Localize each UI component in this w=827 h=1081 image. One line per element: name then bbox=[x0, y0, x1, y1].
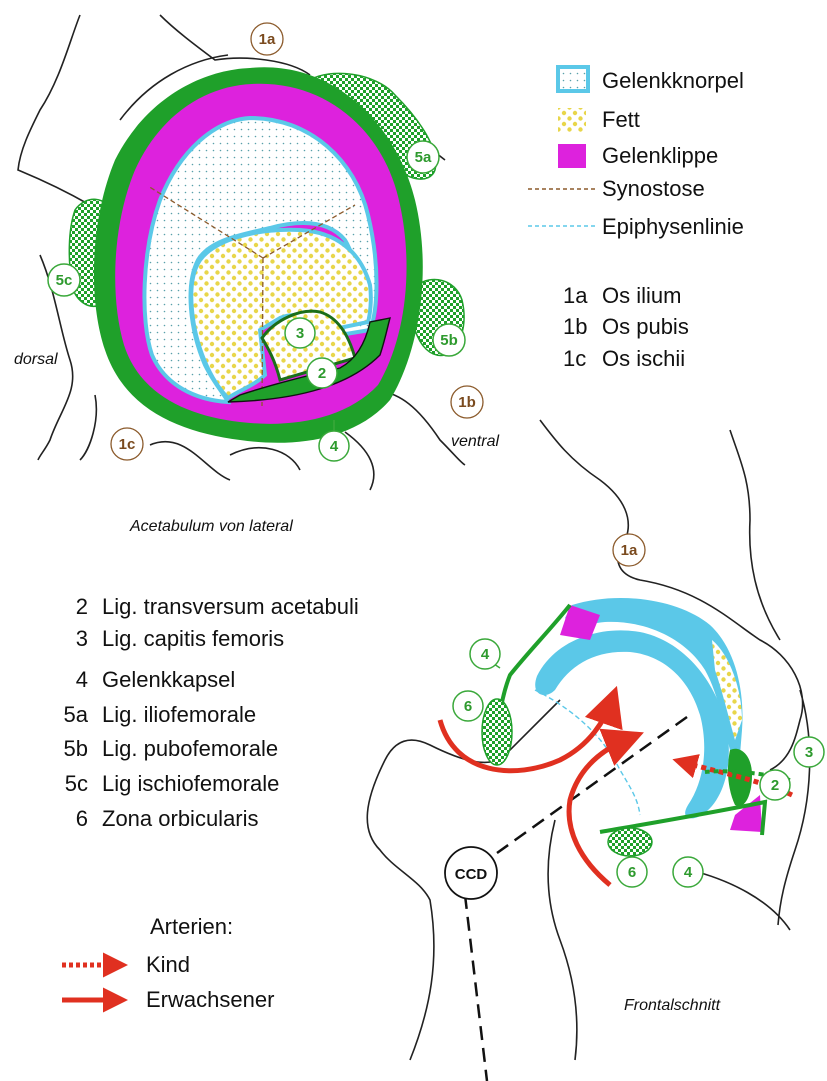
ccd-axis-shaft bbox=[465, 895, 487, 1081]
marker-5a: 5a bbox=[415, 149, 432, 166]
bone-1c-code: 1c bbox=[563, 346, 586, 371]
structure-4-name: Gelenkkapsel bbox=[102, 667, 235, 692]
caption-frontal: Frontalschnitt bbox=[624, 997, 721, 1014]
marker-1c: 1c bbox=[119, 436, 136, 453]
bone-1a-code: 1a bbox=[563, 283, 588, 308]
legend-labrum-label: Gelenklippe bbox=[602, 143, 718, 168]
arteries-child-label: Kind bbox=[146, 952, 190, 977]
acetabulum-lateral-view: 1a 1c 1b 5a 5b 5c 3 2 4 dorsal ventral A… bbox=[14, 15, 499, 535]
label-dorsal: dorsal bbox=[14, 351, 58, 368]
caption-lateral: Acetabulum von lateral bbox=[129, 518, 293, 535]
arteries-adult-label: Erwachsener bbox=[146, 987, 274, 1012]
structure-6-code: 6 bbox=[76, 806, 88, 831]
legend-cartilage-label: Gelenkknorpel bbox=[602, 68, 744, 93]
marker-3-frontal: 3 bbox=[805, 744, 813, 761]
swatch-fat bbox=[558, 108, 586, 132]
zona-orbicularis-lower bbox=[608, 828, 652, 856]
structure-4-code: 4 bbox=[76, 667, 88, 692]
bone-1a-name: Os ilium bbox=[602, 283, 681, 308]
structure-5a-code: 5a bbox=[64, 702, 89, 727]
marker-3-lateral: 3 bbox=[296, 325, 304, 342]
structure-5a-name: Lig. iliofemorale bbox=[102, 702, 256, 727]
bone-1c-name: Os ischii bbox=[602, 346, 685, 371]
frontal-section-view: CCD 1a 4 6 3 2 6 4 Frontalschnitt bbox=[367, 420, 824, 1081]
legend-synostosis-label: Synostose bbox=[602, 176, 705, 201]
marker-6-frontal-upper: 6 bbox=[464, 698, 472, 715]
swatch-labrum bbox=[558, 144, 586, 168]
arteries-legend: Arterien: Kind Erwachsener bbox=[62, 914, 274, 1012]
bone-1b-code: 1b bbox=[563, 314, 587, 339]
structures-list: 2 Lig. transversum acetabuli 3 Lig. capi… bbox=[64, 594, 359, 831]
marker-4-frontal-lower: 4 bbox=[684, 864, 693, 881]
structure-5c-code: 5c bbox=[65, 771, 88, 796]
bone-1b-name: Os pubis bbox=[602, 314, 689, 339]
marker-6-frontal-lower: 6 bbox=[628, 864, 636, 881]
ccd-label: CCD bbox=[455, 866, 488, 883]
structure-6-name: Zona orbicularis bbox=[102, 806, 259, 831]
marker-5c: 5c bbox=[56, 272, 73, 289]
marker-2-frontal: 2 bbox=[771, 777, 779, 794]
bones-list: 1a Os ilium 1b Os pubis 1c Os ischii bbox=[563, 283, 689, 371]
marker-2-lateral: 2 bbox=[318, 365, 326, 382]
marker-1a-frontal: 1a bbox=[621, 542, 638, 559]
arteries-title: Arterien: bbox=[150, 914, 233, 939]
structure-5c-name: Lig ischiofemorale bbox=[102, 771, 279, 796]
structure-5b-code: 5b bbox=[64, 736, 88, 761]
legend-epiphyseal-label: Epiphysenlinie bbox=[602, 214, 744, 239]
structure-5b-name: Lig. pubofemorale bbox=[102, 736, 278, 761]
marker-4-lateral: 4 bbox=[330, 438, 339, 455]
structure-3-name: Lig. capitis femoris bbox=[102, 626, 284, 651]
marker-4-frontal-upper: 4 bbox=[481, 646, 490, 663]
structure-2-name: Lig. transversum acetabuli bbox=[102, 594, 359, 619]
zona-orbicularis-upper bbox=[482, 699, 512, 765]
legend: Gelenkknorpel Fett Gelenklippe Synostose… bbox=[528, 67, 744, 239]
label-ventral: ventral bbox=[451, 433, 499, 450]
marker-1a-lateral: 1a bbox=[259, 31, 276, 48]
marker-5b: 5b bbox=[440, 332, 458, 349]
structure-3-code: 3 bbox=[76, 626, 88, 651]
structure-2-code: 2 bbox=[76, 594, 88, 619]
legend-fat-label: Fett bbox=[602, 107, 640, 132]
marker-1b: 1b bbox=[458, 394, 476, 411]
swatch-cartilage bbox=[558, 67, 588, 91]
